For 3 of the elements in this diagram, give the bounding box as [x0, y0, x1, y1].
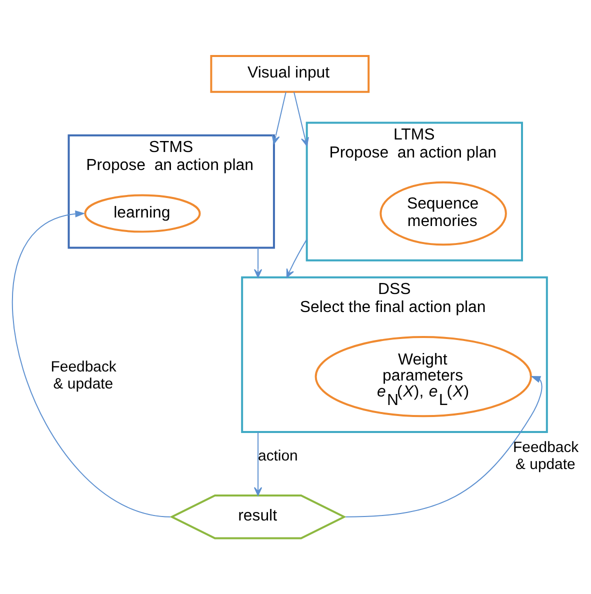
edge-label: Feedback & update [50, 358, 116, 393]
edge-label: Feedback & update [513, 438, 579, 473]
edge-label: action [258, 447, 298, 464]
